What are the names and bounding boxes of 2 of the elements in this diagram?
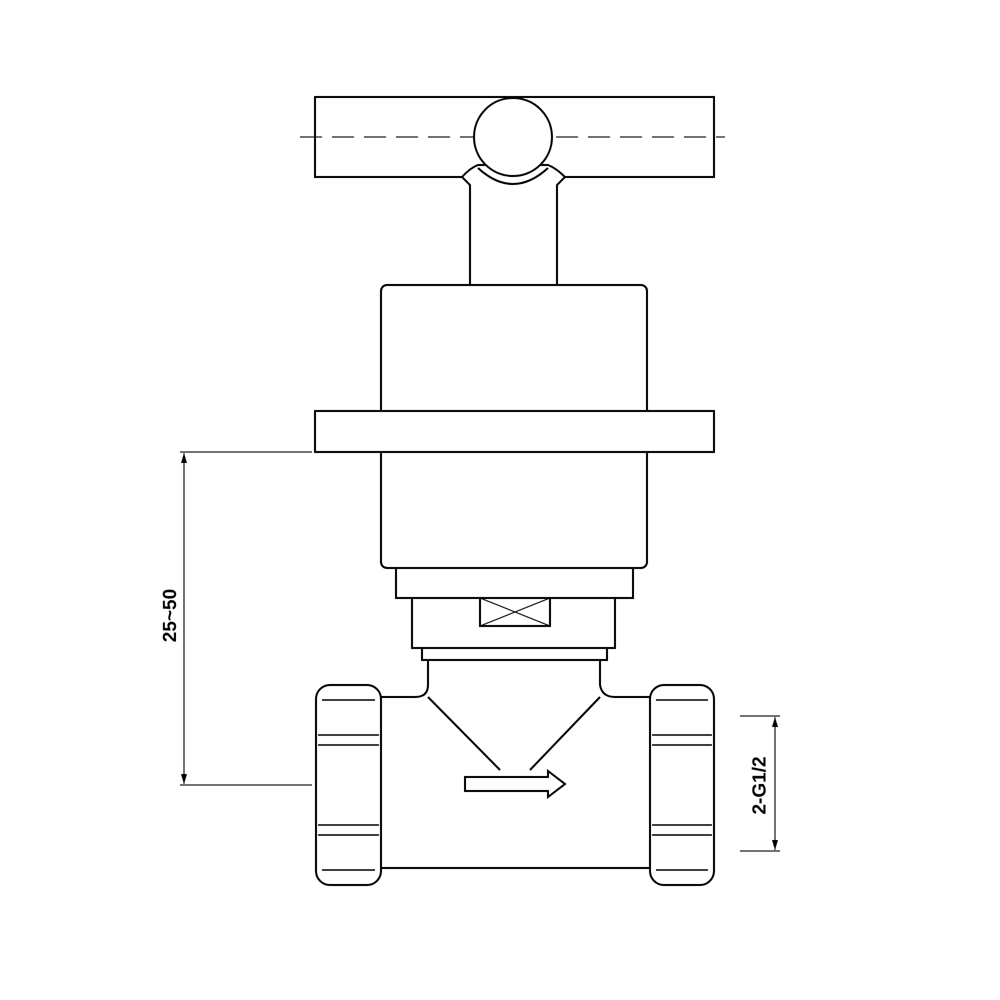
dimension-text: 25~50	[160, 588, 180, 642]
dimension-text: 2-G1/2	[750, 756, 770, 814]
